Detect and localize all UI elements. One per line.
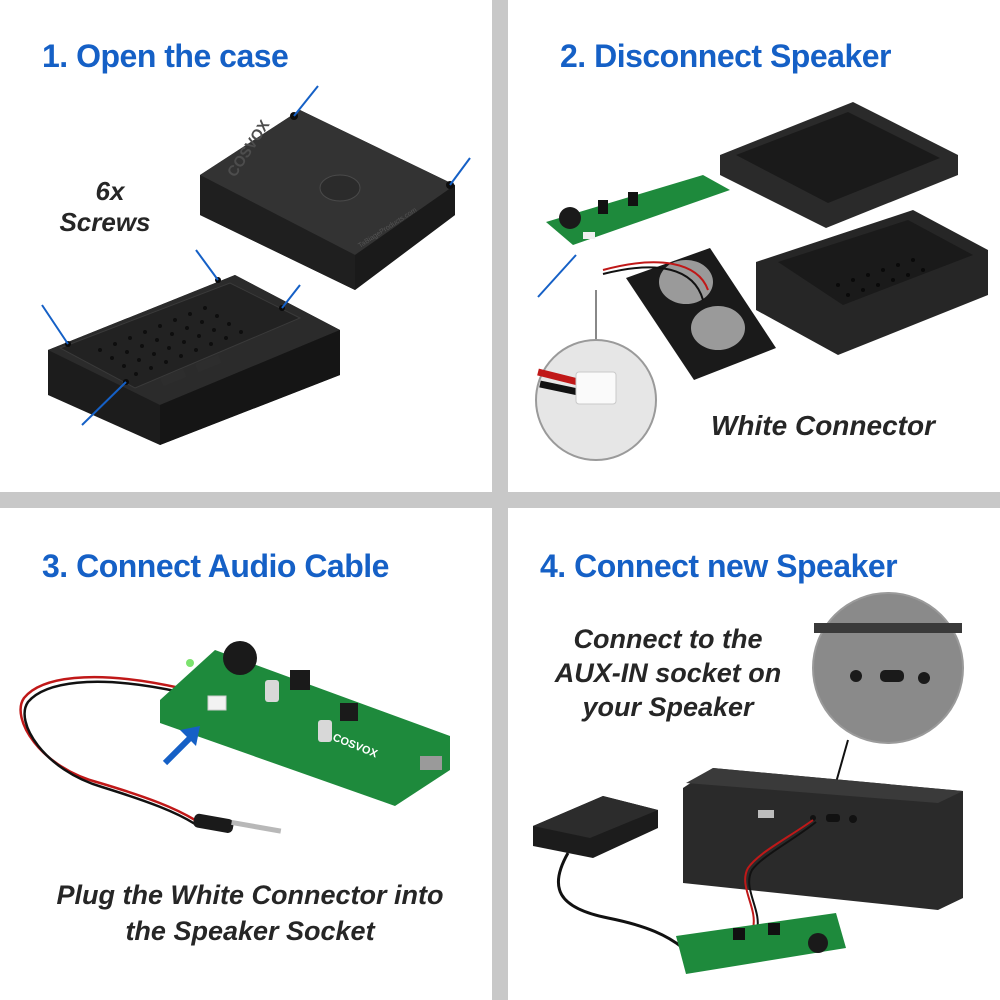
step-4-title: 4. Connect new Speaker — [540, 548, 898, 584]
audio-cable-red — [19, 675, 196, 822]
case-back-image: COSVOX TaBiageProducts.com — [200, 110, 455, 290]
aux-cable-black — [748, 821, 817, 931]
connector-leader-line — [537, 254, 577, 298]
blue-arrow-icon — [162, 726, 200, 766]
power-bank-image — [533, 796, 658, 858]
step-1-illustration: COSVOX TaBiageProducts.com — [41, 85, 471, 445]
step-2-illustration — [535, 102, 988, 461]
plug-instruction-line-2: the Speaker Socket — [125, 916, 375, 946]
step-4-illustration — [533, 592, 964, 974]
pcb-board-image — [676, 913, 846, 974]
plug-instruction-line-1: Plug the White Connector into — [56, 880, 444, 910]
aux-cable-red — [744, 819, 814, 929]
step-1-panel: 1. Open the case 6x Screws COSVOX TaBiag… — [0, 0, 492, 492]
screw-leader-lines — [41, 85, 471, 426]
step-3-panel: 3. Connect Audio Cable Plug the White Co… — [0, 508, 492, 1000]
pcb-board-image: COSVOX — [160, 641, 450, 806]
step-3-title: 3. Connect Audio Cable — [42, 548, 389, 584]
step-2-panel: 2. Disconnect Speaker White Connector — [508, 0, 1000, 492]
white-connector-label: White Connector — [711, 410, 935, 441]
screws-label: Screws — [59, 207, 151, 237]
bluetooth-speaker-image — [683, 768, 963, 910]
aux-instruction-line-3: your Speaker — [582, 692, 754, 722]
audio-cable-black — [23, 680, 196, 826]
aux-socket-zoom — [812, 592, 964, 819]
white-connector-zoom — [535, 290, 657, 461]
case-front-image — [48, 275, 340, 445]
step-1-title: 1. Open the case — [42, 38, 289, 74]
step-4-panel: 4. Connect new Speaker Connect to the AU… — [508, 508, 1000, 1000]
aux-instruction-line-1: Connect to the — [573, 624, 763, 654]
step-2-title: 2. Disconnect Speaker — [560, 38, 891, 74]
aux-instruction-line-2: AUX-IN socket on — [554, 658, 782, 688]
usb-cable — [557, 852, 684, 950]
step-3-illustration: COSVOX — [19, 641, 450, 834]
pcb-board-image — [546, 175, 730, 245]
audio-jack-image — [193, 813, 282, 834]
speaker-image — [602, 248, 776, 380]
screws-count-label: 6x — [95, 176, 125, 206]
case-lid-image — [720, 102, 958, 228]
case-bottom-image — [756, 210, 988, 355]
